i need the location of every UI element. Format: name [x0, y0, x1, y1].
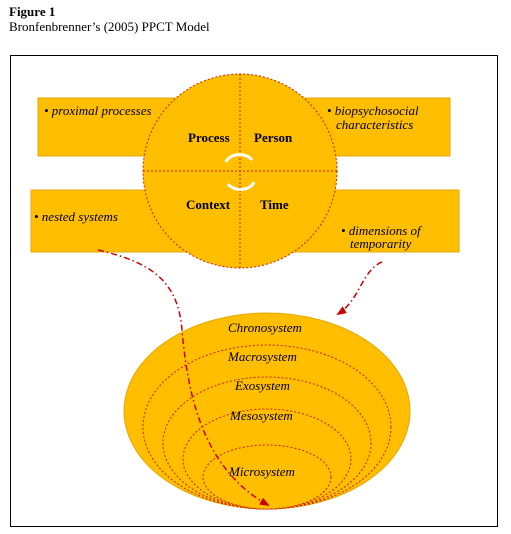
system-label-chronosystem: Chronosystem [228, 320, 302, 335]
label-characteristics: characteristics [336, 117, 413, 132]
connector-nested-to-microsystem [97, 249, 270, 506]
figure-frame [10, 55, 498, 527]
core-label-time: Time [260, 197, 289, 212]
figure-label: Figure 1 [9, 4, 56, 19]
label-biopsychosocial: • biopsychosocial [327, 103, 419, 118]
label-dimensions: • dimensions of [341, 223, 423, 238]
core-label-context: Context [186, 197, 231, 212]
system-label-exosystem: Exosystem [234, 378, 290, 393]
connector-temporality-to-chronosystem [336, 261, 383, 316]
label-temporarity: temporarity [350, 236, 412, 251]
core-label-process: Process [188, 130, 230, 145]
core-label-person: Person [254, 130, 293, 145]
label-nested-systems: • nested systems [34, 209, 118, 224]
system-label-microsystem: Microsystem [228, 464, 295, 479]
ellipse-microsystem [202, 444, 332, 510]
rotate-arrow-top-icon [224, 153, 254, 163]
rotate-arrow-bottom-icon [226, 181, 256, 191]
system-label-mesosystem: Mesosystem [229, 408, 293, 423]
system-label-macrosystem: Macrosystem [227, 349, 297, 364]
label-proximal-processes: • proximal processes [44, 103, 152, 118]
figure-caption: Bronfenbrenner’s (2005) PPCT Model [9, 19, 210, 34]
